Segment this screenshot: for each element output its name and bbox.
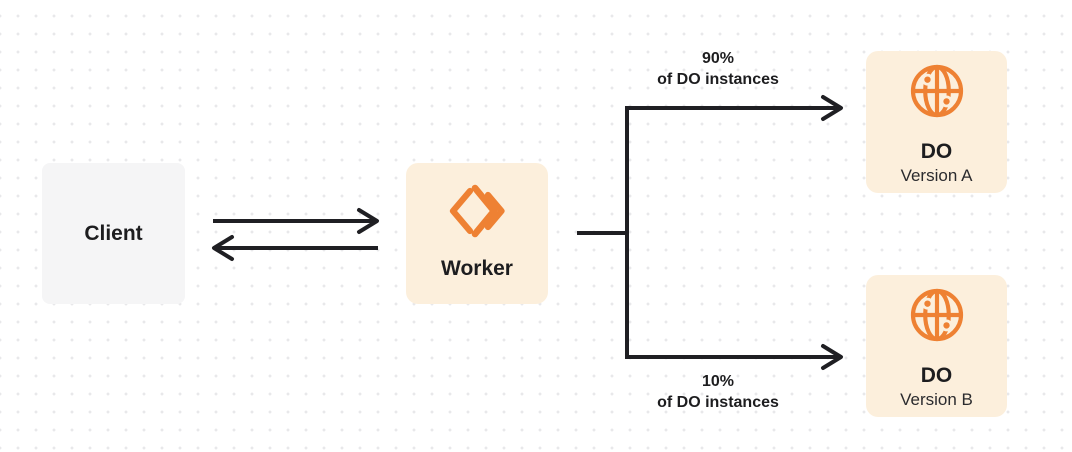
do-a-subtitle: Version A [900, 166, 973, 186]
worker-branch-connector [577, 106, 838, 359]
worker-node: Worker [406, 163, 548, 304]
edge-label-10-percent-value: 10% [701, 373, 735, 390]
edge-label-10-percent-caption: of DO instances [657, 394, 779, 411]
edge-label-90-percent: 90% of DO instances [618, 48, 818, 90]
do-a-title: DO [920, 140, 953, 163]
do-version-a-node: DO Version A [866, 51, 1007, 193]
edge-label-10-percent: 10% of DO instances [618, 371, 818, 413]
edge-label-90-percent-caption: of DO instances [657, 71, 779, 88]
worker-label: Worker [441, 257, 513, 280]
globe-icon [910, 64, 963, 118]
workers-icon [449, 184, 505, 238]
client-node: Client [42, 163, 185, 304]
branch-arrowhead-top [821, 95, 843, 121]
client-label: Client [84, 221, 143, 245]
worker-to-client-arrow [212, 235, 378, 261]
client-to-worker-arrow [213, 208, 379, 234]
do-b-title: DO [920, 364, 953, 387]
globe-icon [910, 288, 963, 342]
do-version-b-node: DO Version B [866, 275, 1007, 417]
do-b-subtitle: Version B [900, 390, 973, 410]
edge-label-90-percent-value: 90% [701, 50, 735, 67]
branch-arrowhead-bottom [821, 344, 843, 370]
